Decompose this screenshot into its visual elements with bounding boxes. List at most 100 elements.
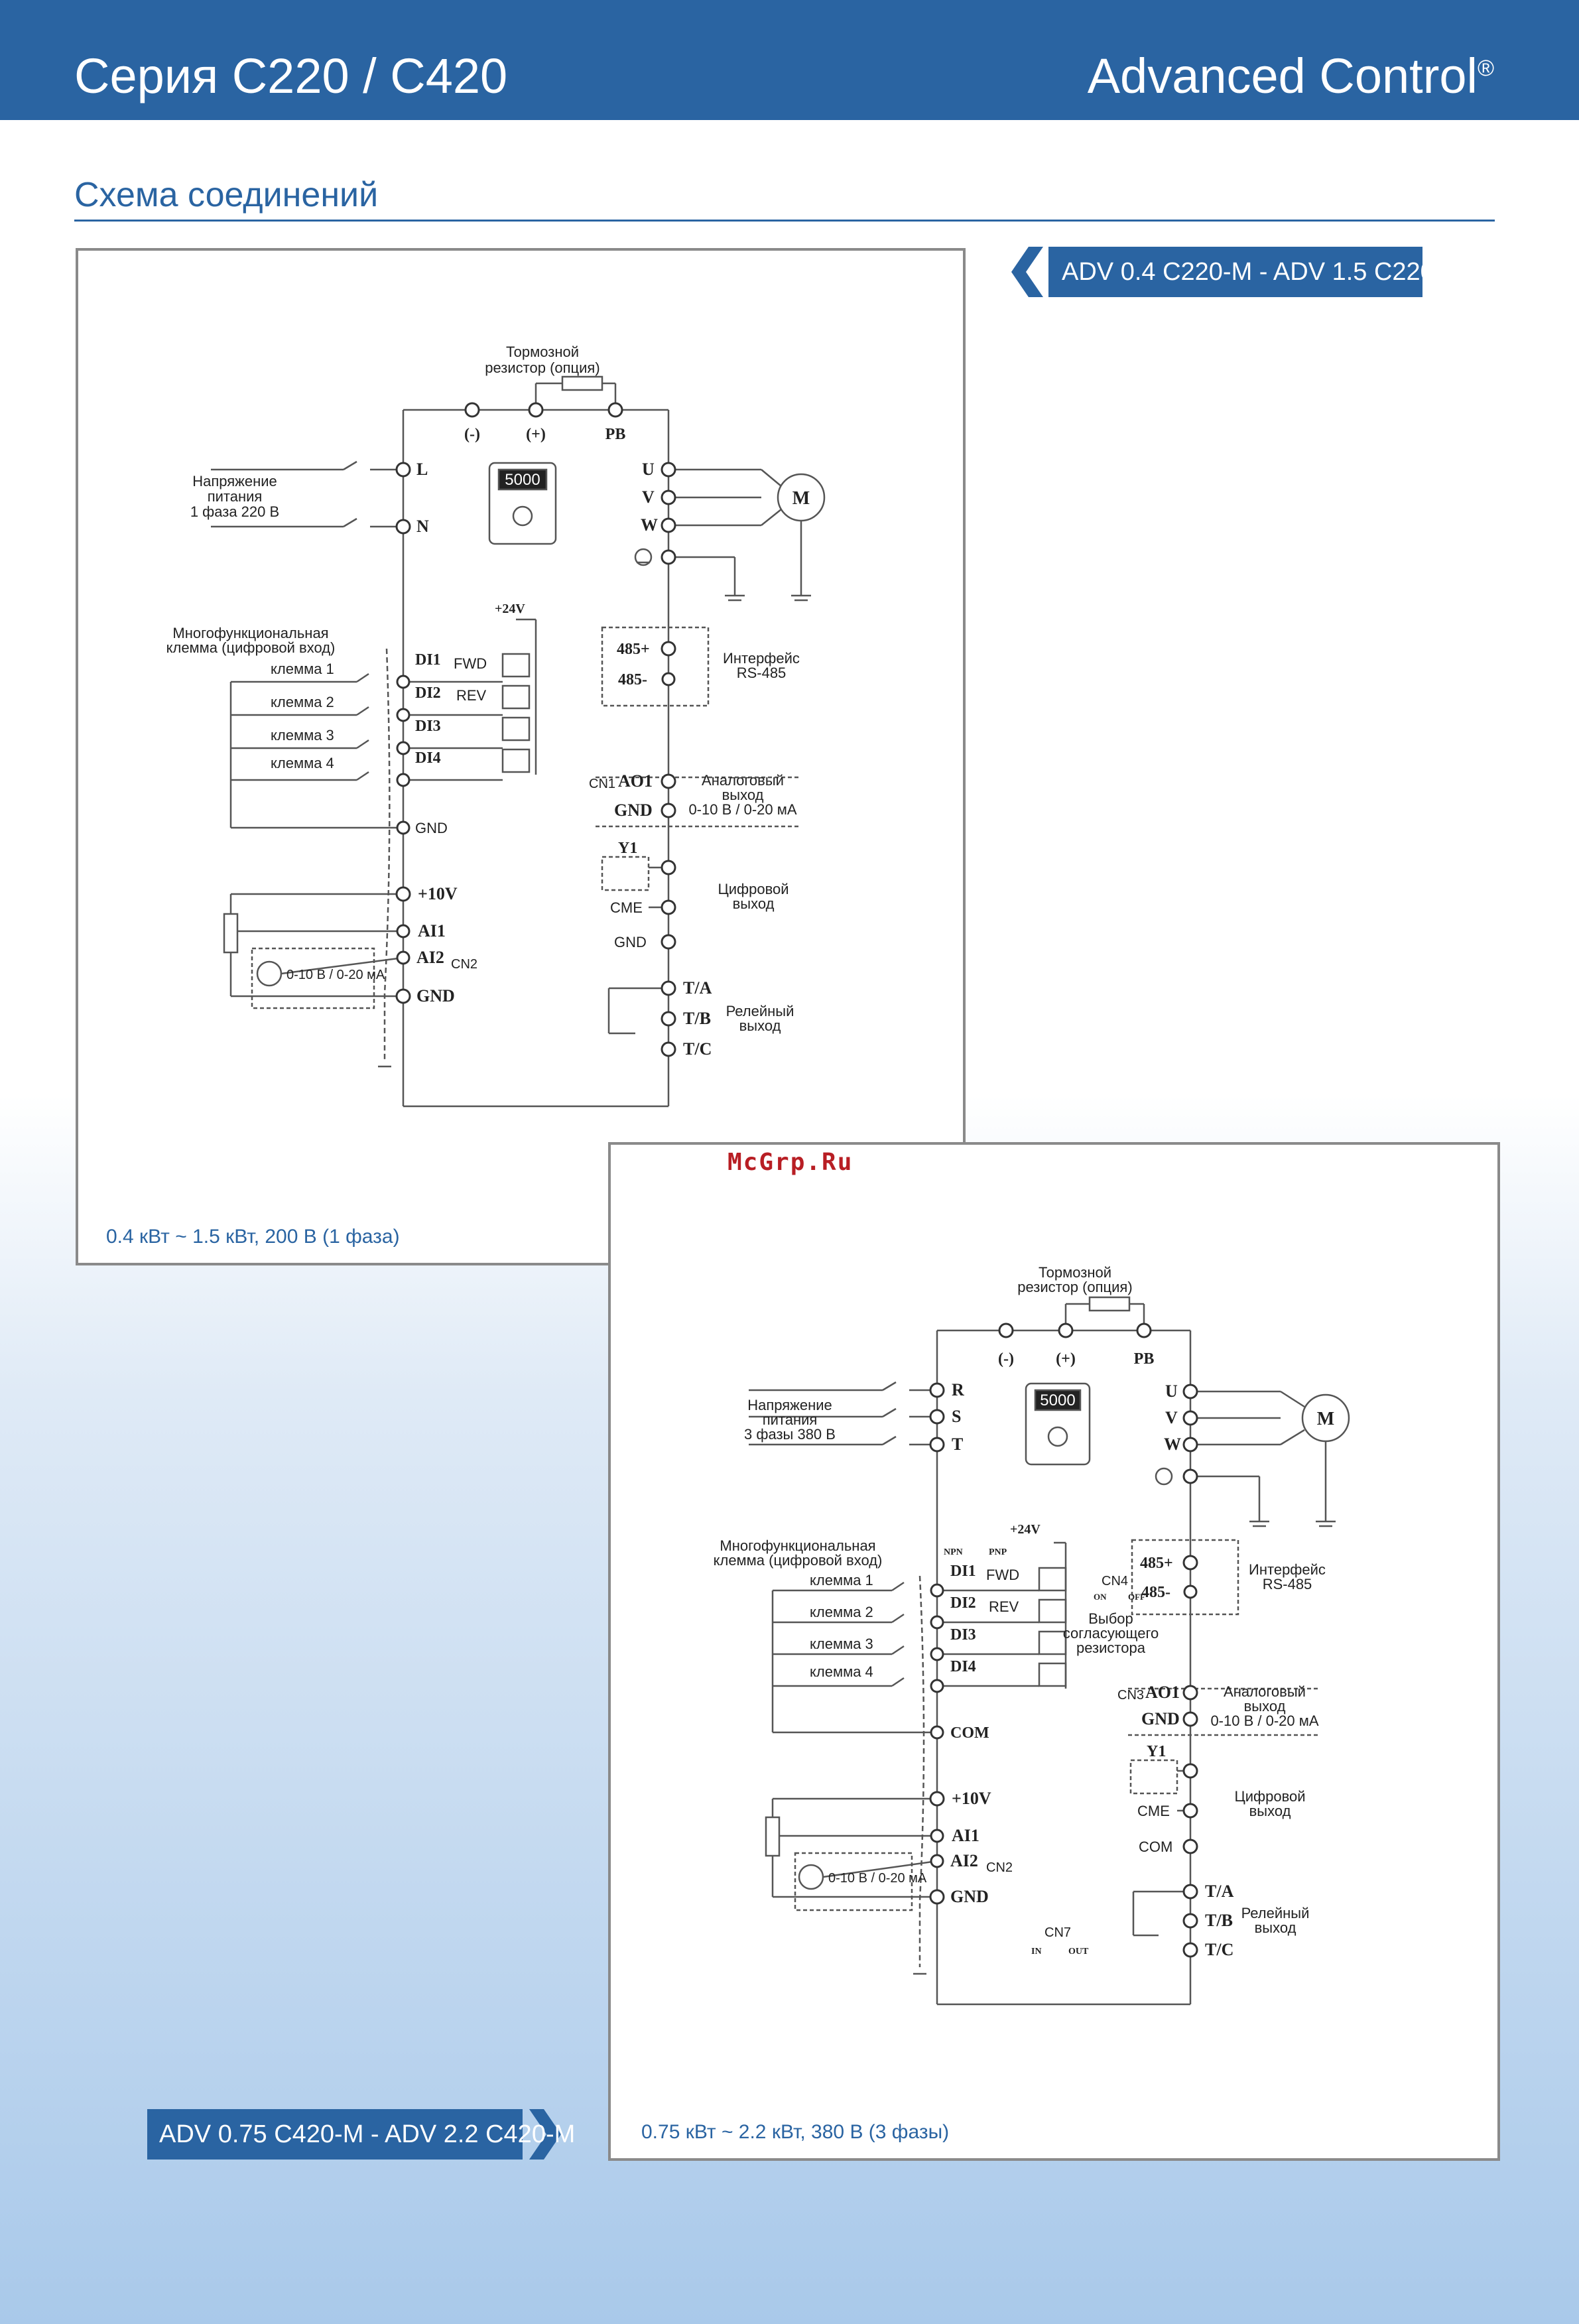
rev-label: REV xyxy=(456,687,487,704)
term-com: COM xyxy=(950,1724,989,1742)
terminator-label-1: Выбор xyxy=(1088,1610,1133,1627)
multi-label-2: клемма (цифровой вход) xyxy=(166,639,336,656)
ao-label-1: Аналоговый xyxy=(702,772,784,789)
term-n: N xyxy=(416,517,429,536)
supply-label-3: 1 фаза 220 В xyxy=(190,503,279,520)
c420-multi-label-1: Многофункциональная xyxy=(720,1537,875,1554)
c420-term-di1: DI1 xyxy=(950,1563,976,1580)
term-tc: T/C xyxy=(683,1039,712,1059)
c420-term-ao-gnd: GND xyxy=(1141,1709,1180,1728)
c420-clamp-1: клемма 1 xyxy=(810,1572,873,1588)
c420-relay-label-1: Релейный xyxy=(1241,1905,1310,1921)
c420-term-ai1: AI1 xyxy=(952,1826,979,1845)
brake-resistor-label-1: Тормозной xyxy=(506,344,579,360)
term-di2: DI2 xyxy=(415,684,441,702)
ao-label-3: 0-10 В / 0-20 мА xyxy=(688,801,796,818)
c420-brake-label-2: резистор (опция) xyxy=(1017,1279,1132,1295)
c420-rs485-label-1: Интерфейс xyxy=(1249,1561,1326,1578)
term-v: V xyxy=(642,487,655,507)
brand-name: Advanced Control® xyxy=(1087,48,1494,103)
motor-label: M xyxy=(792,488,810,509)
section-title: Схема соединений xyxy=(74,176,379,214)
c420-fwd-label: FWD xyxy=(986,1567,1019,1583)
dc-term-pb: PB xyxy=(605,426,626,443)
clamp-4: клемма 4 xyxy=(271,755,334,771)
term-ai2: AI2 xyxy=(416,948,444,967)
term-r: R xyxy=(952,1380,964,1399)
page-header: Серия С220 / С420 Advanced Control® xyxy=(0,0,1579,120)
c420-dig-label-1: Цифровой xyxy=(1234,1788,1305,1805)
term-485-minus: 485- xyxy=(618,671,647,688)
cn3-label: CN3 xyxy=(1117,1688,1144,1703)
npn-label: NPN xyxy=(944,1547,963,1557)
c420-term-v: V xyxy=(1165,1408,1178,1427)
c420-ao-label-2: выход xyxy=(1244,1698,1286,1714)
c420-supply-label-1: Напряжение xyxy=(747,1397,832,1413)
caption-c420: 0.75 кВт ~ 2.2 кВт, 380 В (3 фазы) xyxy=(641,2121,950,2143)
term-ai-gnd: GND xyxy=(416,986,455,1005)
c420-term-ai2: AI2 xyxy=(950,1851,978,1870)
c420-term-plus10v: +10V xyxy=(952,1789,991,1808)
c420-cn2-label: CN2 xyxy=(986,1860,1013,1875)
supply-label-2: питания xyxy=(208,488,263,505)
fwd-label: FWD xyxy=(454,655,487,672)
model-tag-c220: ADV 0.4 C220-M - ADV 1.5 C220-M xyxy=(1011,247,1464,297)
keypad-display: 5000 xyxy=(505,471,540,489)
c420-supply-label-2: питания xyxy=(763,1411,818,1428)
c420-brake-label-1: Тормозной xyxy=(1039,1264,1111,1281)
term-ao-gnd: GND xyxy=(614,801,653,820)
c420-rev-label: REV xyxy=(989,1598,1019,1615)
cn2-label: CN2 xyxy=(451,957,477,972)
cn4-label: CN4 xyxy=(1102,1574,1128,1588)
multi-label-1: Многофункциональная xyxy=(172,625,328,641)
c420-dc-term-minus: (-) xyxy=(998,1350,1014,1368)
term-tb: T/B xyxy=(683,1009,711,1028)
c420-plus24-label: +24V xyxy=(1010,1522,1041,1537)
series-title: Серия С220 / С420 xyxy=(74,48,508,103)
cn1-label: CN1 xyxy=(589,777,615,791)
clamp-3: клемма 3 xyxy=(271,727,334,743)
c420-dig-label-2: выход xyxy=(1249,1803,1291,1819)
c420-rs485-label-2: RS-485 xyxy=(1263,1576,1312,1592)
c420-relay-label-2: выход xyxy=(1255,1919,1296,1936)
model-tag-c420-text: ADV 0.75 C420-M - ADV 2.2 C420-M xyxy=(159,2120,576,2148)
terminator-label-3: резистора xyxy=(1076,1640,1146,1656)
registered-mark: ® xyxy=(1477,56,1494,81)
c420-term-ta: T/A xyxy=(1205,1882,1234,1901)
c420-motor-label: M xyxy=(1317,1409,1334,1429)
terminator-label-2: согласующего xyxy=(1063,1625,1159,1642)
c420-keypad-display: 5000 xyxy=(1040,1391,1075,1409)
on-label: ON xyxy=(1094,1592,1107,1602)
c420-term-485-plus: 485+ xyxy=(1140,1555,1173,1572)
clamp-1: клемма 1 xyxy=(271,661,334,677)
pnp-label: PNP xyxy=(989,1547,1007,1557)
dig-label-1: Цифровой xyxy=(718,881,789,897)
brake-resistor-label-2: резистор (опция) xyxy=(485,359,600,376)
dc-term-plus: (+) xyxy=(526,426,546,443)
term-485-plus: 485+ xyxy=(617,641,650,658)
c420-multi-label-2: клемма (цифровой вход) xyxy=(714,1552,883,1569)
term-cme: CME xyxy=(610,899,643,916)
term-dig-gnd: GND xyxy=(614,934,647,950)
c420-clamp-3: клемма 3 xyxy=(810,1636,873,1652)
c420-ai-range: 0-10 В / 0-20 мА xyxy=(828,1871,927,1886)
ground-symbols xyxy=(637,561,811,602)
term-gnd-common: GND xyxy=(415,820,448,836)
ao-label-2: выход xyxy=(722,787,764,803)
c420-term-di2: DI2 xyxy=(950,1594,976,1612)
wiring-diagram-c420: Тормозной резистор (опция) (-) (+) PB На… xyxy=(608,1142,1500,2161)
term-di4: DI4 xyxy=(415,749,441,767)
out-label: OUT xyxy=(1068,1947,1089,1957)
model-tag-c220-text: ADV 0.4 C220-M - ADV 1.5 C220-M xyxy=(1062,258,1464,286)
dig-label-2: выход xyxy=(733,895,775,912)
caption-c220: 0.4 кВт ~ 1.5 кВт, 200 В (1 фаза) xyxy=(106,1226,400,1248)
term-t: T xyxy=(952,1435,963,1454)
wiring-diagram-c220: Тормозной резистор (опция) (-) (+) PB На… xyxy=(76,248,966,1265)
c420-dc-term-pb: PB xyxy=(1134,1350,1155,1368)
c420-term-di4: DI4 xyxy=(950,1658,976,1675)
relay-label-1: Релейный xyxy=(726,1003,794,1019)
c420-term-w: W xyxy=(1164,1435,1181,1454)
c420-clamp-4: клемма 4 xyxy=(810,1663,873,1680)
term-plus10v: +10V xyxy=(418,884,458,903)
dc-term-minus: (-) xyxy=(464,426,480,443)
